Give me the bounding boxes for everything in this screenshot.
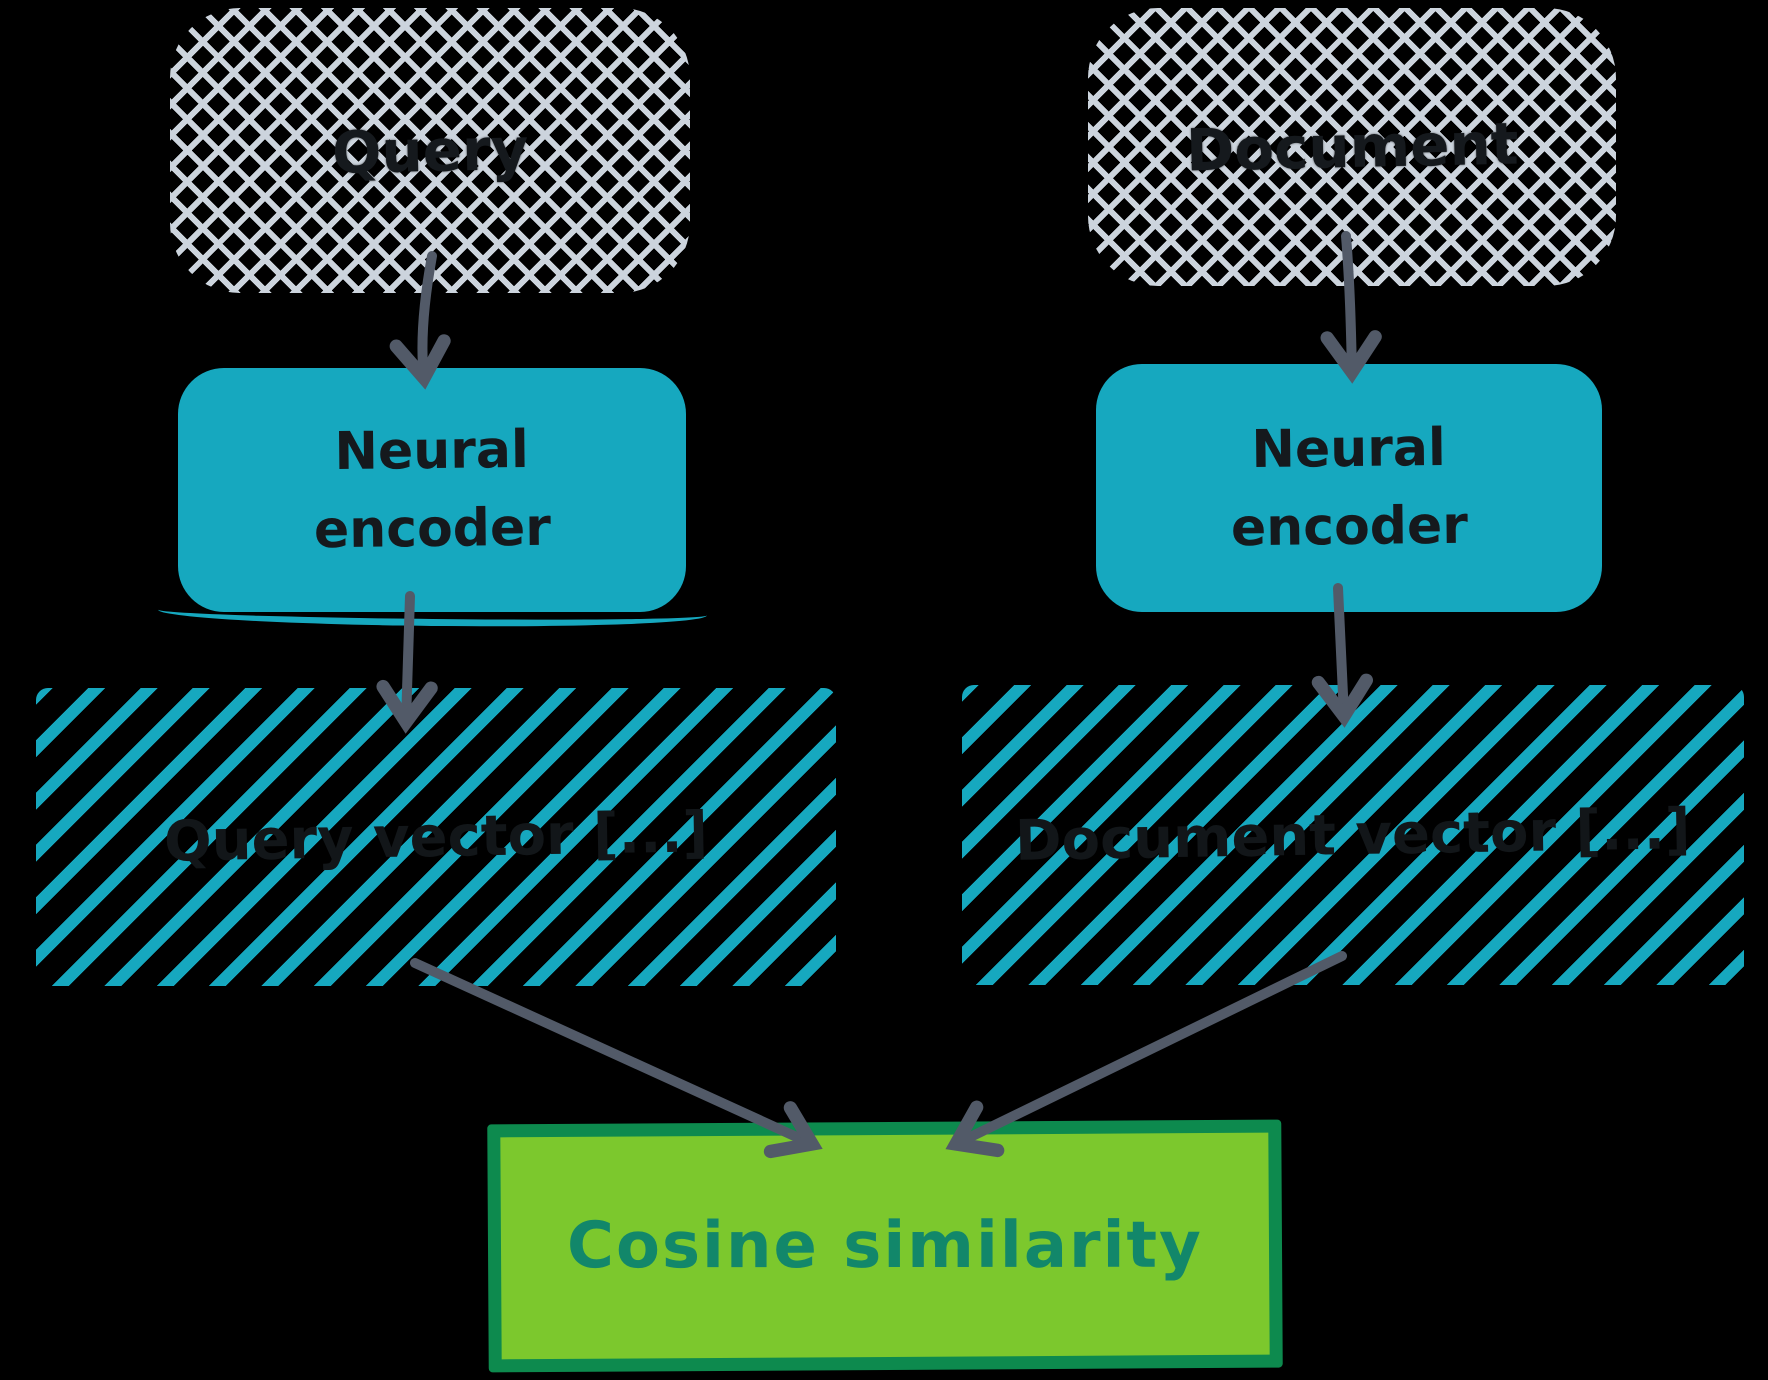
query-vector-label: Query vector [...] (163, 799, 709, 875)
document-node: Document (1088, 8, 1616, 286)
neural-encoder-left-label: Neural encoder (313, 419, 552, 561)
document-vector-node: Document vector [...] (962, 685, 1744, 985)
neural-encoder-right-node: Neural encoder (1096, 364, 1602, 612)
neural-encoder-left-node: Neural encoder (157, 368, 707, 629)
arrow-query-vector-to-cosine (410, 958, 823, 1159)
document-vector-label: Document vector [...] (1014, 796, 1692, 874)
query-node: Query (170, 8, 690, 293)
query-vector-node: Query vector [...] (36, 688, 836, 986)
document-label: Document (1185, 109, 1519, 185)
cosine-similarity-node: Cosine similarity (487, 1119, 1283, 1373)
sketch-underline (157, 596, 707, 629)
neural-encoder-right-label: Neural encoder (1230, 417, 1469, 559)
query-label: Query (331, 114, 529, 187)
cosine-similarity-label: Cosine similarity (567, 1208, 1203, 1284)
